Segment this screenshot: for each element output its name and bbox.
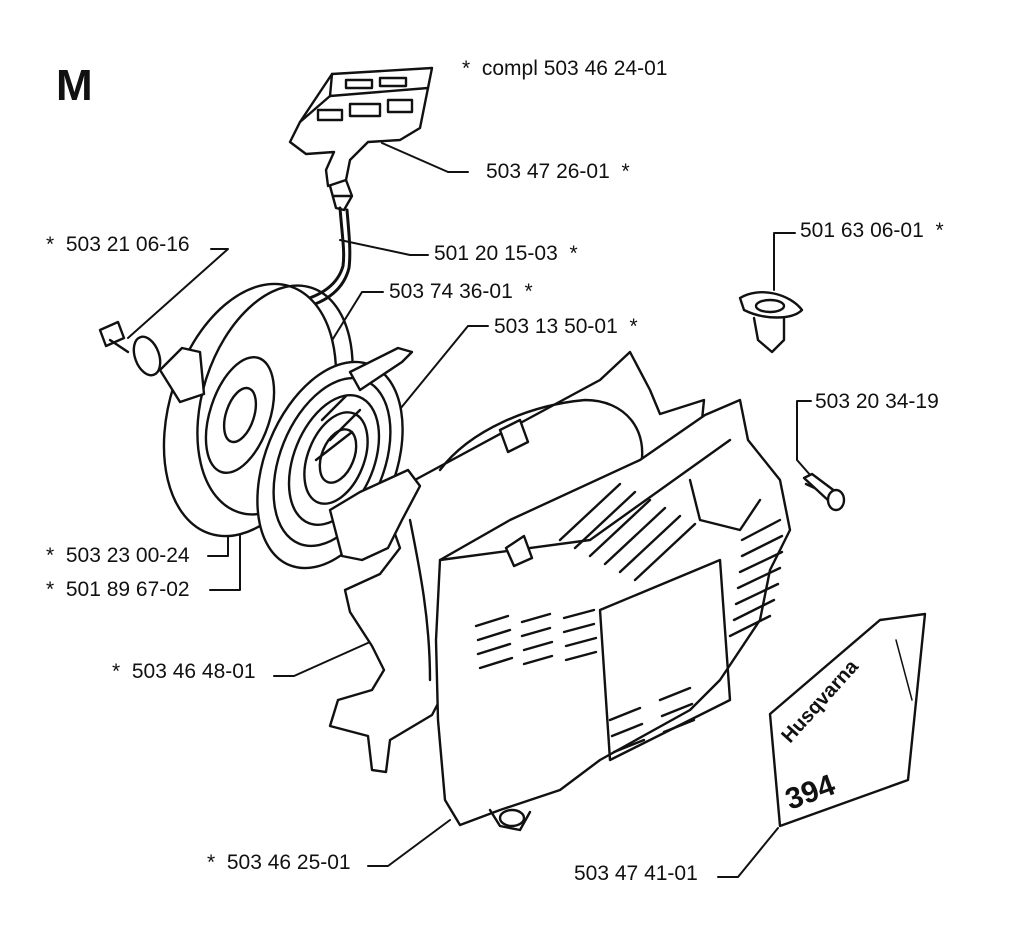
label-screw-right: 503 20 34-19	[815, 390, 939, 413]
label-pulley: 503 74 36-01 *	[389, 280, 533, 303]
label-screw-left: * 503 21 06-16	[46, 233, 190, 256]
label-starter-housing: * 503 46 48-01	[112, 660, 256, 683]
right-screw	[802, 472, 846, 512]
decal-sticker	[768, 612, 927, 828]
left-screw	[98, 320, 130, 354]
label-handle: 503 47 26-01 *	[486, 160, 630, 183]
label-compl: * compl 503 46 24-01	[462, 57, 668, 80]
label-cover: * 503 46 25-01	[207, 851, 351, 874]
washer-part	[132, 335, 162, 377]
starter-cover	[434, 398, 792, 832]
label-rope-guide: 501 63 06-01 *	[800, 219, 944, 242]
rope-guide	[738, 291, 804, 354]
section-letter: M	[56, 61, 93, 110]
label-rope: 501 20 15-03 *	[434, 242, 578, 265]
label-center-screw: * 501 89 67-02	[46, 578, 190, 601]
label-spring: 503 13 50-01 *	[494, 315, 638, 338]
label-decal: 503 47 41-01	[574, 862, 698, 885]
label-washer: * 503 23 00-24	[46, 544, 190, 567]
starter-handle	[288, 66, 434, 212]
